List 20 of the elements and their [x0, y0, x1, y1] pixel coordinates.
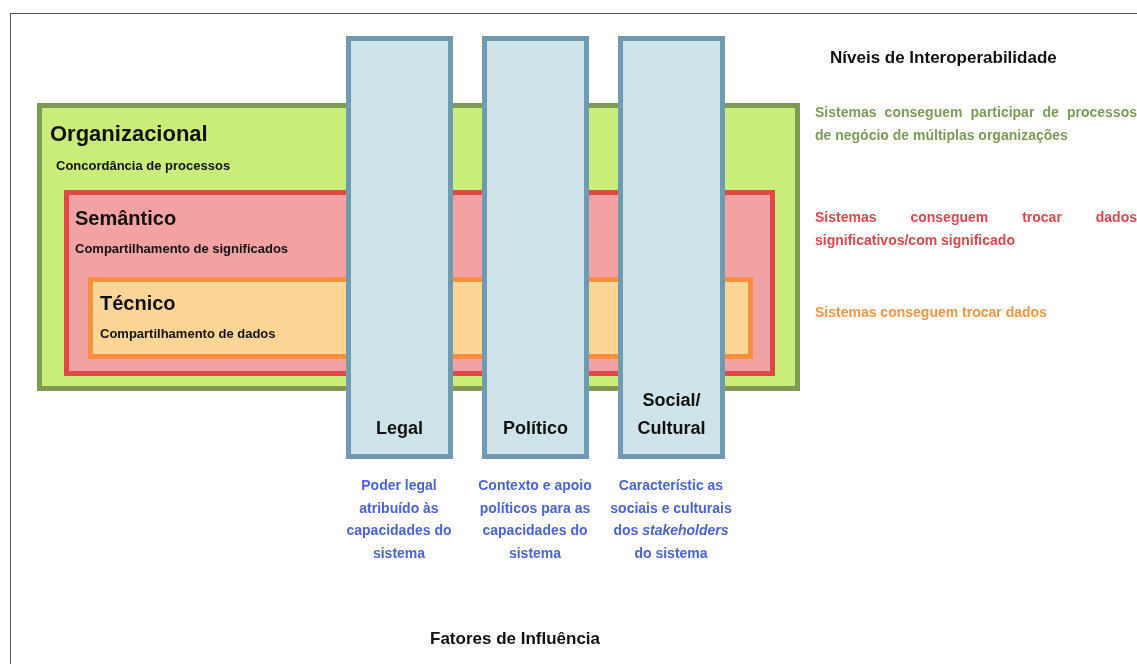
factor-description: Característic as sociais e culturais dos stakeholders do sistema	[609, 476, 733, 564]
factor-name: Social/ Cultural	[636, 389, 707, 440]
legend-heading: Níveis de Interoperabilidade	[830, 48, 1057, 68]
level-heading: Organizacional	[50, 121, 208, 147]
level-heading: Técnico	[100, 292, 176, 315]
factor-name: Legal	[375, 417, 424, 440]
level-description: Concordância de processos	[56, 158, 231, 173]
factor-column	[346, 36, 453, 459]
level-note: Sistemas conseguem participar de processos de negócio de múltiplas organizações	[815, 103, 1137, 145]
level-note: Sistemas conseguem trocar dados significativos/com significado	[815, 208, 1137, 250]
factor-column	[482, 36, 589, 459]
factor-description: Contexto e apoio políticos para as capacidades do sistema	[477, 476, 593, 564]
factors-heading: Fatores de Influência	[430, 629, 601, 649]
level-note: Sistemas conseguem trocar dados	[815, 304, 1047, 320]
level-description: Compartilhamento de dados	[100, 326, 276, 341]
factor-column	[618, 36, 725, 459]
level-heading: Semântico	[75, 207, 177, 230]
factor-name: Político	[502, 417, 569, 440]
factor-description: Poder legal atribuído às capacidades do sistema	[345, 476, 453, 564]
level-description: Compartilhamento de significados	[75, 241, 289, 256]
